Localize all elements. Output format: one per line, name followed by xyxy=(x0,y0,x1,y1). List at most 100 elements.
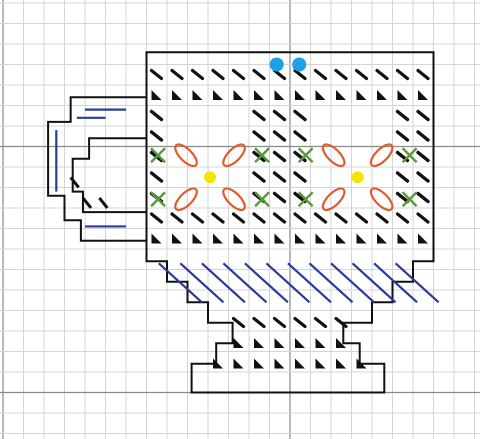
black-half-stitch xyxy=(213,234,223,244)
black-dash-stitch xyxy=(234,319,244,327)
black-dash-stitch xyxy=(172,71,182,79)
cup-handle xyxy=(48,97,146,241)
black-half-stitch xyxy=(418,90,428,100)
black-dash-stitch xyxy=(418,112,428,120)
black-dash-stitch xyxy=(152,112,162,120)
black-half-stitch xyxy=(398,234,408,244)
black-half-stitch xyxy=(377,90,387,100)
black-dash-stitch xyxy=(295,173,305,181)
handle-black-stitch xyxy=(99,198,107,208)
black-dash-stitch xyxy=(254,71,264,79)
black-dash-stitch xyxy=(213,71,223,79)
black-dash-stitch xyxy=(193,214,203,222)
black-dash-stitch xyxy=(295,214,305,222)
black-half-stitch xyxy=(275,90,285,100)
black-dash-stitch xyxy=(234,71,244,79)
black-dash-stitch xyxy=(254,319,264,327)
black-dash-stitch xyxy=(398,71,408,79)
black-half-stitch xyxy=(357,234,367,244)
black-dash-stitch xyxy=(336,71,346,79)
black-half-stitch xyxy=(316,234,326,244)
blue-bead xyxy=(270,58,284,72)
black-dash-stitch xyxy=(254,214,264,222)
black-half-stitch xyxy=(213,90,223,100)
handle-black-stitch xyxy=(83,198,91,208)
black-dash-stitch xyxy=(213,214,223,222)
black-half-stitch xyxy=(152,90,162,100)
yellow-flower-center xyxy=(204,171,216,183)
black-dash-stitch xyxy=(275,319,285,327)
black-dash-stitch xyxy=(398,132,408,140)
black-half-stitch xyxy=(295,234,305,244)
black-dash-stitch xyxy=(418,132,428,140)
black-dash-stitch xyxy=(295,132,305,140)
black-half-stitch xyxy=(418,234,428,244)
black-dash-stitch xyxy=(398,173,408,181)
black-dash-stitch xyxy=(254,173,264,181)
black-dash-stitch xyxy=(398,214,408,222)
black-dash-stitch xyxy=(193,71,203,79)
black-half-stitch xyxy=(172,90,182,100)
black-dash-stitch xyxy=(295,71,305,79)
orange-petal xyxy=(172,141,200,169)
black-dash-stitch xyxy=(418,194,428,202)
orange-petal xyxy=(220,141,248,169)
black-dash-stitch xyxy=(418,71,428,79)
orange-petal xyxy=(320,185,348,213)
black-half-stitch xyxy=(357,90,367,100)
black-dash-stitch xyxy=(254,132,264,140)
black-dash-stitch xyxy=(295,319,305,327)
black-dash-stitch xyxy=(336,214,346,222)
yellow-flower-center xyxy=(352,171,364,183)
black-half-stitch xyxy=(193,90,203,100)
black-half-stitch xyxy=(336,234,346,244)
black-half-stitch xyxy=(254,234,264,244)
black-half-stitch xyxy=(234,234,244,244)
black-dash-stitch xyxy=(357,71,367,79)
black-half-stitch xyxy=(254,359,264,369)
black-dash-stitch xyxy=(418,153,428,161)
black-half-stitch xyxy=(234,90,244,100)
black-half-stitch xyxy=(295,359,305,369)
orange-petal xyxy=(220,185,248,213)
black-dash-stitch xyxy=(275,153,285,161)
black-half-stitch xyxy=(172,234,182,244)
black-dash-stitch xyxy=(172,214,182,222)
black-half-stitch xyxy=(152,234,162,244)
black-half-stitch xyxy=(377,234,387,244)
black-dash-stitch xyxy=(357,214,367,222)
black-dash-stitch xyxy=(152,132,162,140)
black-dash-stitch xyxy=(234,214,244,222)
black-half-stitch xyxy=(234,359,244,369)
black-half-stitch xyxy=(336,90,346,100)
black-dash-stitch xyxy=(275,214,285,222)
black-dash-stitch xyxy=(152,214,162,222)
black-half-stitch xyxy=(316,359,326,369)
black-half-stitch xyxy=(275,359,285,369)
black-dash-stitch xyxy=(275,194,285,202)
black-half-stitch xyxy=(254,338,264,348)
black-half-stitch xyxy=(275,234,285,244)
black-dash-stitch xyxy=(418,173,428,181)
black-dash-stitch xyxy=(254,112,264,120)
orange-petal xyxy=(320,141,348,169)
orange-petal xyxy=(172,185,200,213)
black-half-stitch xyxy=(336,359,346,369)
black-half-stitch xyxy=(316,90,326,100)
black-half-stitch xyxy=(193,234,203,244)
black-half-stitch xyxy=(316,338,326,348)
blue-bead xyxy=(292,58,306,72)
black-half-stitch xyxy=(254,90,264,100)
black-dash-stitch xyxy=(295,112,305,120)
black-dash-stitch xyxy=(377,214,387,222)
black-dash-stitch xyxy=(152,71,162,79)
black-dash-stitch xyxy=(275,71,285,79)
black-dash-stitch xyxy=(275,112,285,120)
black-dash-stitch xyxy=(316,214,326,222)
black-dash-stitch xyxy=(316,71,326,79)
black-dash-stitch xyxy=(316,319,326,327)
black-dash-stitch xyxy=(418,214,428,222)
black-dash-stitch xyxy=(152,173,162,181)
